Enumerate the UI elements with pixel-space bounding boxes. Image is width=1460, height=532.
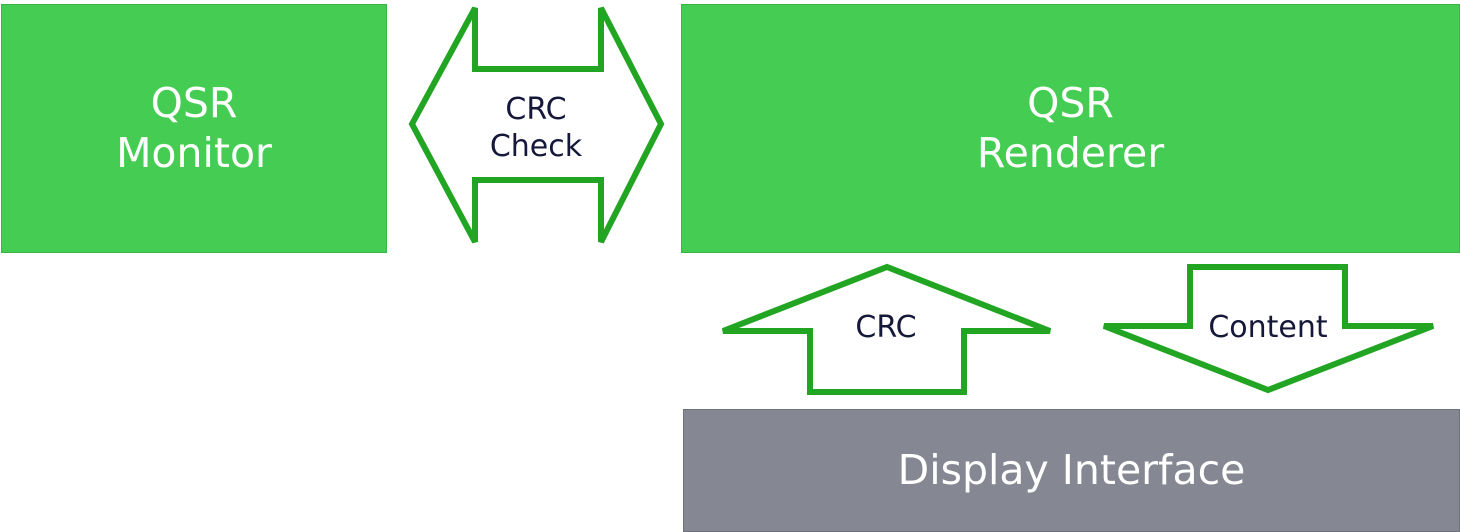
qsr-renderer-box: QSR Renderer bbox=[681, 4, 1460, 253]
crc-check-line1: CRC bbox=[505, 91, 567, 127]
qsr-monitor-box: QSR Monitor bbox=[1, 4, 387, 253]
crc-up-label: CRC bbox=[855, 310, 917, 346]
content-down-arrow bbox=[1102, 264, 1435, 394]
qsr-renderer-line2: Renderer bbox=[976, 128, 1165, 177]
crc-check-line2: Check bbox=[489, 129, 583, 164]
qsr-monitor-line1: QSR bbox=[150, 79, 238, 128]
crc-check-label: CRC Check bbox=[470, 82, 602, 174]
crc-check-double-arrow bbox=[408, 6, 665, 244]
display-interface-label: Display Interface bbox=[897, 445, 1246, 494]
qsr-renderer-line1: QSR bbox=[1027, 79, 1114, 128]
qsr-monitor-line2: Monitor bbox=[116, 128, 272, 177]
crc-up-arrow bbox=[721, 263, 1052, 395]
content-down-label: Content bbox=[1208, 310, 1328, 346]
